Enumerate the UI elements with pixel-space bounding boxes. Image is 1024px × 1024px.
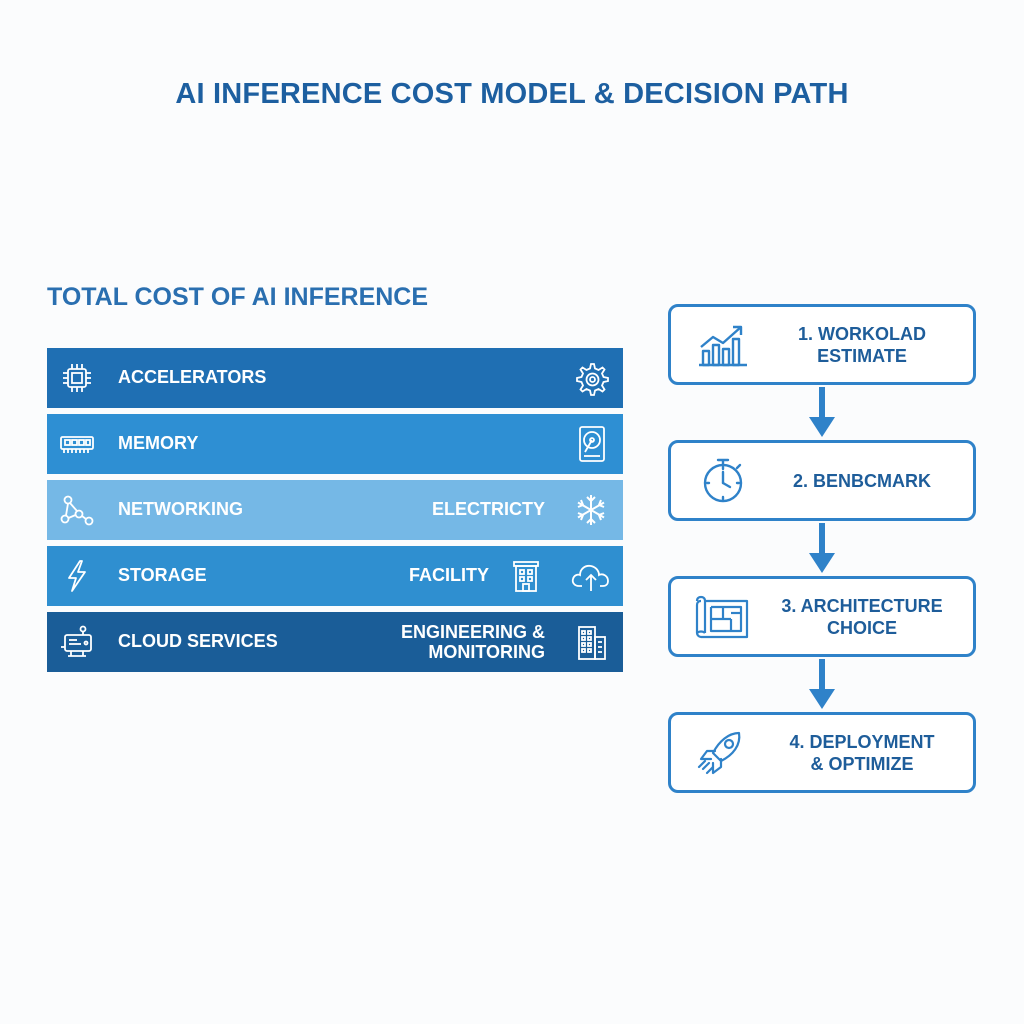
step-label: 2. BENBCMARK (792, 470, 931, 491)
cost-bar-cloud-services: CLOUD SERVICES ENGINEERING & MONITORING (47, 612, 623, 672)
rocket-icon (697, 731, 741, 775)
cost-bar-label: NETWORKING (118, 499, 243, 519)
step-deployment-optimize: 4. DEPLOYMENT & OPTIMIZE (668, 712, 976, 793)
cloud-server-icon (61, 625, 92, 657)
cost-section-title: TOTAL COST OF AI INFERENCE (47, 283, 429, 311)
cost-bar-storage: STORAGE FACILITY (47, 546, 623, 606)
chip-icon (63, 364, 91, 392)
stopwatch-icon (703, 458, 743, 503)
network-nodes-icon (60, 495, 94, 526)
flow-arrow (668, 385, 976, 440)
cost-bar-label: MEMORY (118, 433, 199, 453)
cost-bar-label: STORAGE (118, 565, 207, 585)
cost-bar-right-label: ENGINEERING & MONITORING (400, 622, 545, 662)
step-label: 4. DEPLOYMENT & OPTIMIZE (789, 731, 935, 774)
step-label: 3. ARCHITECTURE CHOICE (781, 595, 943, 638)
cost-stack: ACCELERATORS MEMORY (47, 348, 623, 678)
step-benchmark: 2. BENBCMARK (668, 440, 976, 521)
blueprint-icon (695, 595, 749, 639)
cost-bar-memory: MEMORY (47, 414, 623, 474)
cost-bar-right-label: FACILITY (409, 565, 489, 585)
down-arrow-icon (809, 659, 835, 709)
cost-bar-label: ACCELERATORS (118, 367, 267, 387)
cost-bar-label: CLOUD SERVICES (118, 631, 278, 651)
step-label: 1. WORKOLAD ESTIMATE (798, 323, 926, 366)
cloud-upload-icon (571, 564, 609, 591)
step-architecture-choice: 3. ARCHITECTURE CHOICE (668, 576, 976, 657)
cost-bar-right-label: ELECTRICTY (431, 499, 545, 519)
flow-arrow (668, 521, 976, 576)
flow-arrow (668, 657, 976, 712)
bar-chart-growth-icon (699, 325, 747, 367)
hard-drive-icon (579, 426, 605, 462)
gear-icon (576, 363, 609, 396)
snowflake-icon (577, 495, 605, 525)
memory-module-icon (60, 436, 94, 453)
page-title: AI INFERENCE COST MODEL & DECISION PATH (175, 78, 849, 110)
cost-bar-networking: NETWORKING ELECTRICTY (47, 480, 623, 540)
cost-bar-accelerators: ACCELERATORS (47, 348, 623, 408)
office-building-icon (578, 626, 606, 660)
down-arrow-icon (809, 523, 835, 573)
down-arrow-icon (809, 387, 835, 437)
building-icon (513, 561, 539, 592)
lightning-icon (68, 560, 86, 592)
step-workload-estimate: 1. WORKOLAD ESTIMATE (668, 304, 976, 385)
decision-path: 1. WORKOLAD ESTIMATE 2. BENBCMARK (668, 304, 976, 793)
